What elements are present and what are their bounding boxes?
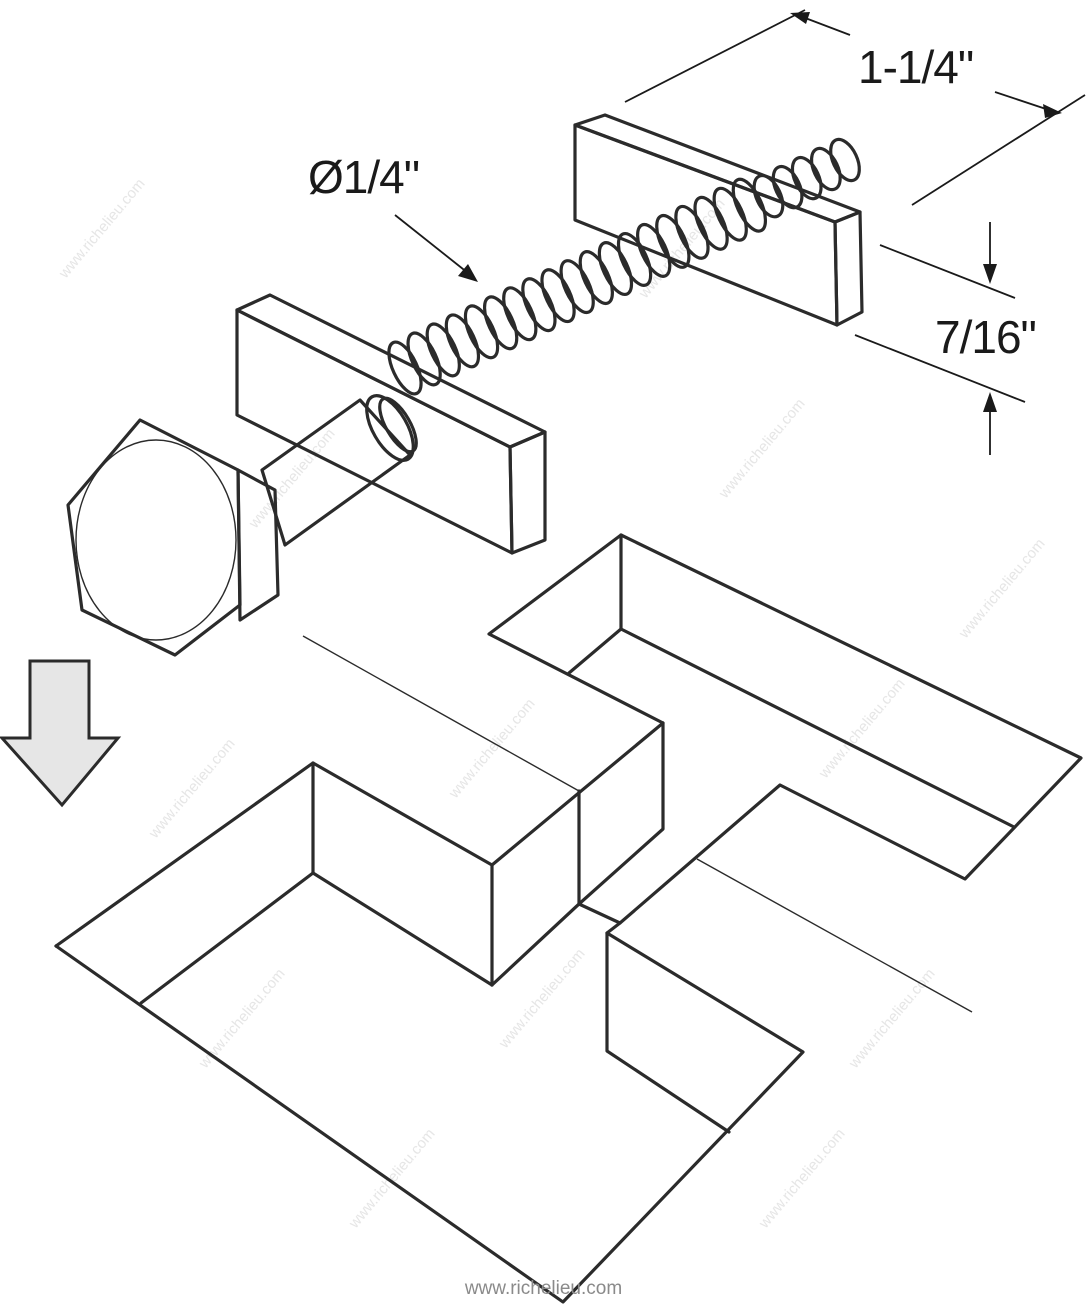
thread-ring: [444, 313, 481, 369]
thread-ring: [406, 331, 442, 387]
thread-ring: [790, 155, 823, 201]
thread-ring: [829, 137, 861, 183]
thread-ring: [482, 295, 519, 351]
thread-ring: [559, 259, 595, 315]
thread-ring: [731, 177, 768, 233]
thread-ring: [693, 195, 729, 251]
thread-ring: [540, 268, 576, 324]
diameter-dimension-label: Ø1/4": [308, 151, 420, 203]
thread-ring: [387, 340, 423, 396]
threaded-rod: [387, 137, 861, 396]
back-plate: [573, 113, 864, 327]
plate-height-dimension-label: 7/16": [935, 311, 1037, 363]
thread-ring: [809, 146, 842, 192]
thread-ring: [425, 322, 461, 378]
thread-ring: [616, 231, 653, 287]
thread-ring: [712, 186, 748, 242]
wood-pieces: [54, 533, 1083, 1304]
front-plate: [235, 293, 547, 555]
thread-ring: [636, 222, 672, 278]
thread-ring: [521, 277, 557, 333]
length-dimension-label: 1-1/4": [858, 41, 974, 93]
insert-direction-arrow-icon: [0, 659, 122, 808]
thread-ring: [597, 241, 634, 297]
thread-ring: [463, 304, 500, 360]
thread-ring: [674, 204, 710, 260]
thread-ring: [578, 250, 614, 306]
hex-bolt-head: [66, 418, 280, 657]
dimension-lines: [394, 9, 1086, 455]
footer-url: www.richelieu.com: [464, 1278, 623, 1299]
thread-ring: [655, 213, 691, 269]
thread-ring: [752, 174, 785, 219]
thread-ring: [502, 286, 538, 342]
thread-ring: [771, 164, 804, 210]
